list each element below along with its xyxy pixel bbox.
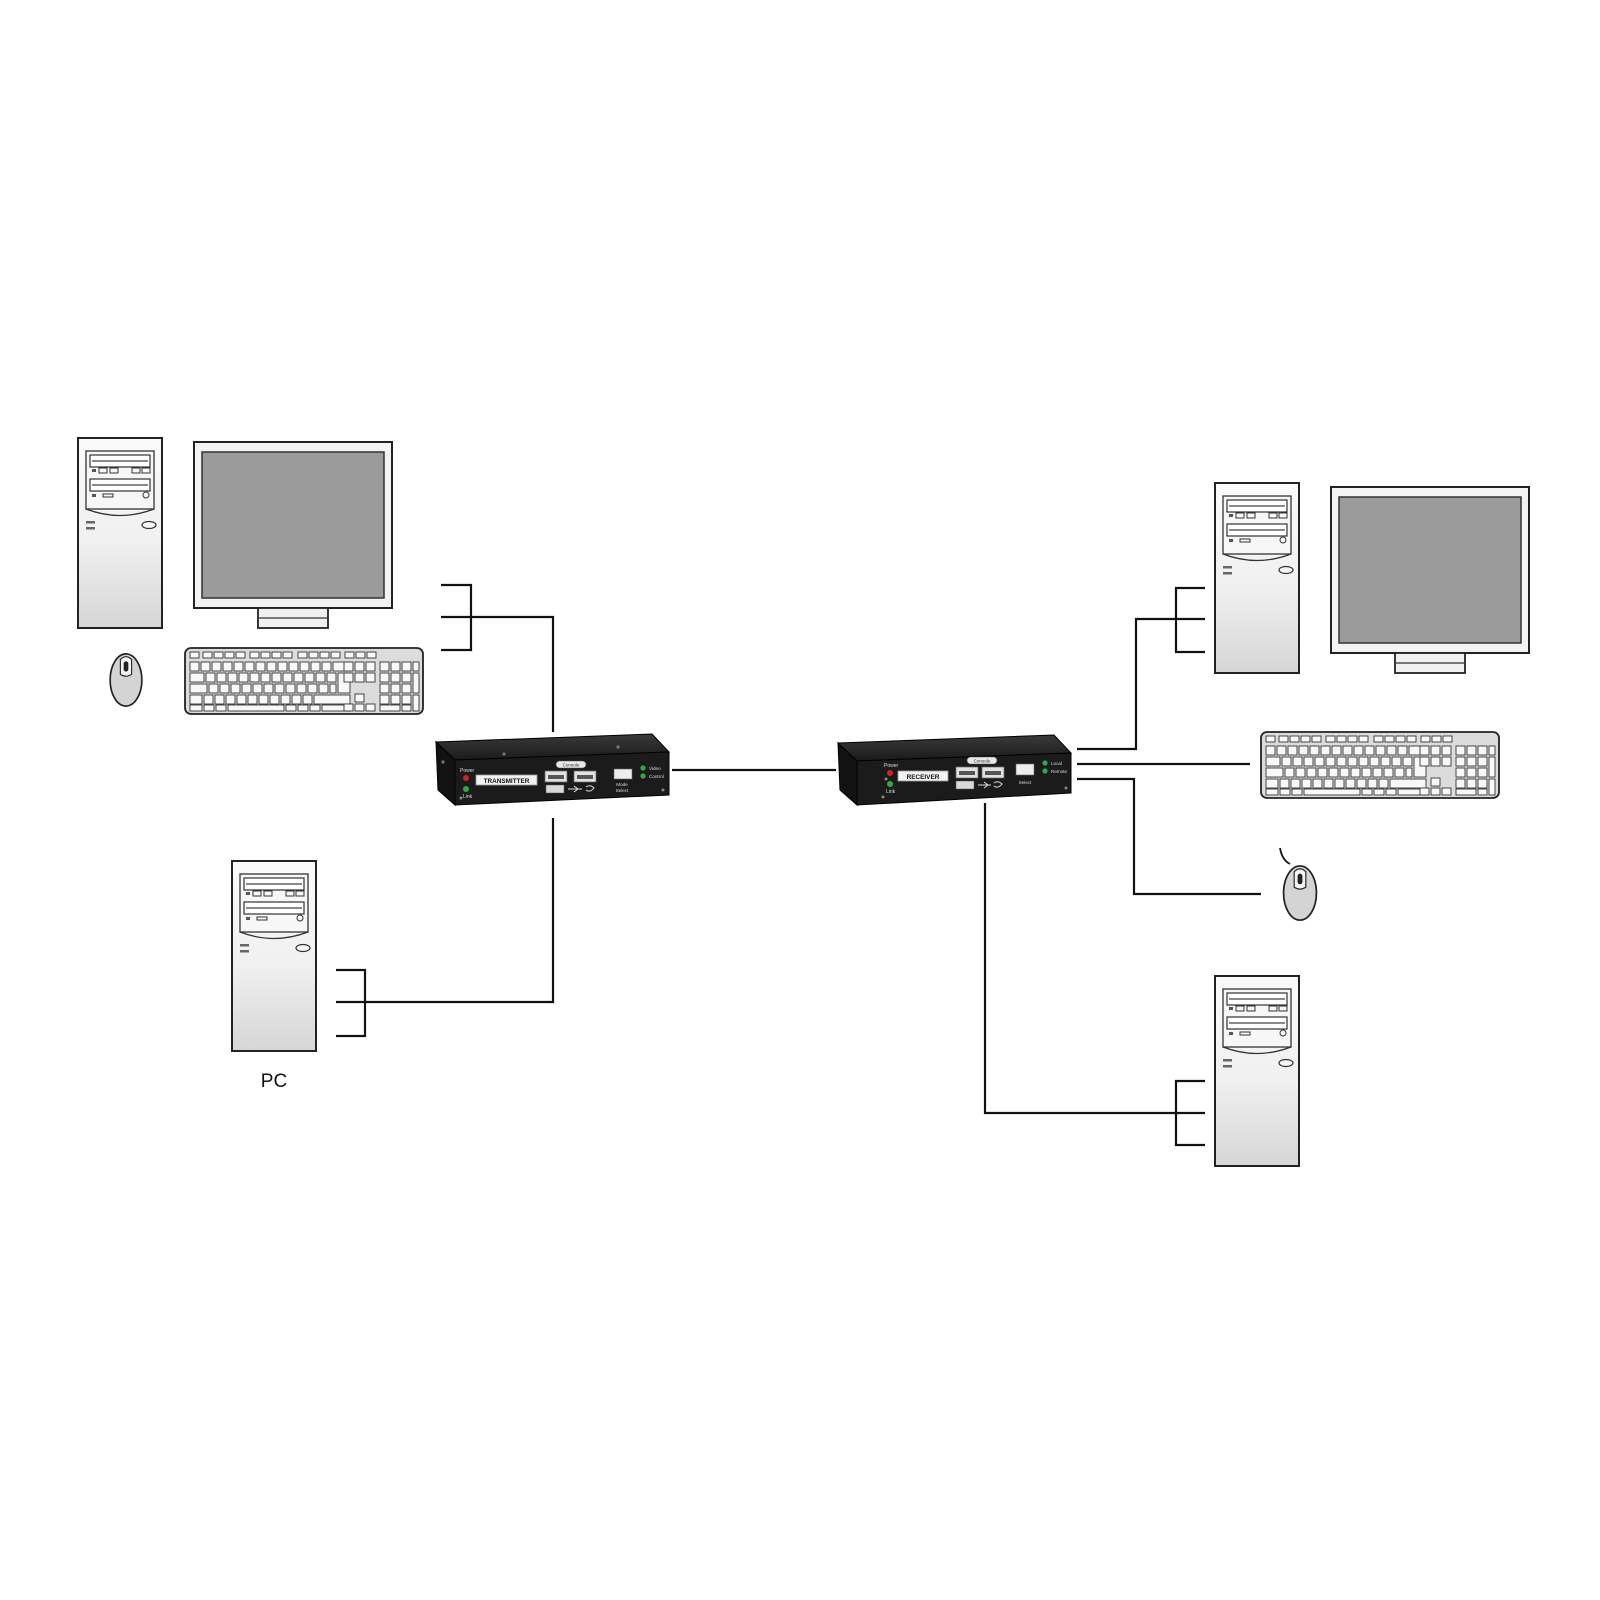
receiver-name: RECEIVER [907,774,940,781]
monitor-right [1330,486,1530,674]
cable-receiver-to-mouse [1077,777,1261,896]
transmitter-power-led [463,775,469,781]
pc-group: PC [231,860,317,1092]
receiver-remote-led [1042,768,1048,774]
receiver-console-label: Console [974,759,991,764]
receiver-power-label: Power [884,763,899,769]
cable-right-top-bracket [1174,586,1205,654]
pc-label: PC [261,1071,287,1092]
transmitter-select-label: Select [616,788,629,793]
receiver-link-label: Link [886,789,896,795]
transmitter-power-label: Power [460,768,475,774]
receiver-link-led [887,781,893,787]
workstation-tower-right [1214,482,1300,674]
cable-receiver-to-bottom-tower [983,803,1176,1115]
usb-symbol-icon [568,785,582,793]
receiver-name-plate [897,770,949,782]
transmitter-link-label: Link [463,794,473,800]
receiver-local-label: Local [1051,761,1062,766]
mouse-left [109,652,143,708]
transmitter-name-plate [475,774,538,786]
transmitter-video-label: Video [649,766,661,771]
transmitter-control-led [640,773,646,779]
transmitter-badge [545,784,565,794]
transmitter-mode-select-button[interactable] [613,768,633,780]
transmitter-mode-label: Mode [616,782,628,787]
receiver-local-led [1042,760,1048,766]
receiver-mouse-symbol-icon [993,781,1003,788]
keyboard-left [184,647,424,715]
mouse-right [1282,865,1318,921]
cable-receiver-to-tower [1077,617,1176,751]
right-workstation [1214,482,1530,921]
bottom-right-computer [1214,975,1300,1167]
transmitter-console-label: Console [563,763,580,768]
transmitter-unit: Power Link TRANSMITTER Console Mode Sele… [434,733,671,807]
cable-transmitter-to-pc [365,818,555,1004]
monitor-left [193,441,393,629]
left-workstation [77,437,424,715]
cable-left-top-to-transmitter [471,615,555,732]
pc-tower [231,860,317,1052]
transmitter-name: TRANSMITTER [484,778,530,785]
transmitter-control-label: Control [649,774,664,779]
receiver-power-led [887,770,893,776]
workstation-tower-left [77,437,163,629]
keyboard-right [1260,731,1500,799]
tower-bottom-right [1214,975,1300,1167]
mouse-symbol-icon [585,785,595,792]
cable-left-bottom-bracket [336,968,367,1038]
receiver-select-button[interactable] [1015,763,1035,776]
transmitter-link-led [463,786,469,792]
receiver-usb-symbol-icon [978,781,991,789]
cable-left-top-bracket [441,583,473,652]
receiver-remote-label: Remote [1051,769,1068,774]
cable-right-bottom-bracket [1174,1079,1205,1147]
transmitter-video-led [640,765,646,771]
mouse-cable-tail [1279,847,1291,865]
receiver-badge [955,780,975,790]
cables [336,583,1291,1147]
receiver-select-label: Select [1019,780,1032,785]
receiver-unit: Power Link RECEIVER Console Select Local… [836,734,1073,807]
